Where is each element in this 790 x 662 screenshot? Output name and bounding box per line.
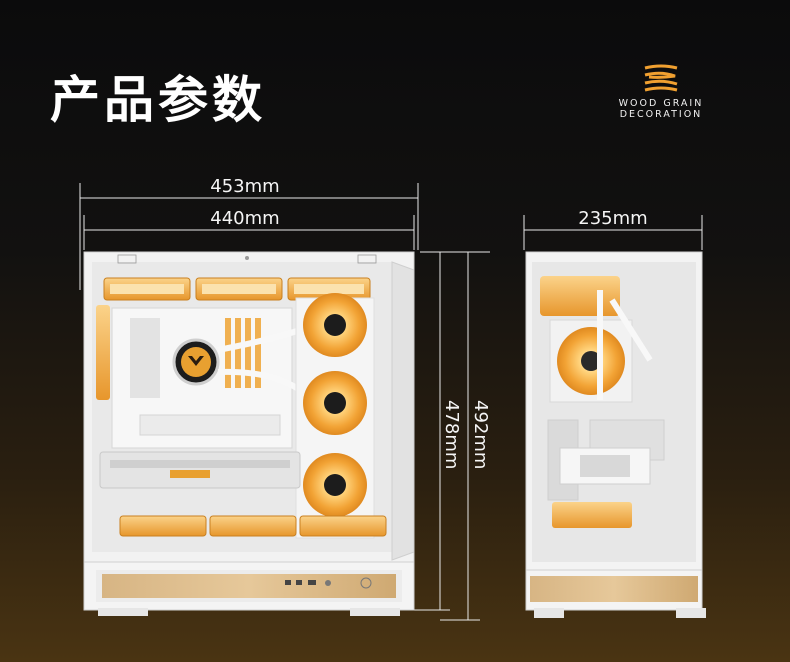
front-case	[83, 251, 415, 616]
page-title: 产品参数	[50, 71, 266, 129]
outer-height-label: 492mm	[470, 400, 491, 470]
brand-text: WOOD GRAIN DECORATION	[618, 98, 704, 120]
wood-grain-icon	[644, 64, 678, 92]
inner-height-label: 478mm	[441, 400, 462, 470]
side-case	[525, 251, 706, 618]
front-inner-width-label: 440mm	[210, 208, 280, 229]
dimension-lines	[79, 183, 703, 621]
side-depth-label: 235mm	[578, 208, 648, 229]
front-outer-width-label: 453mm	[210, 176, 280, 197]
brand-badge: WOOD GRAIN DECORATION	[576, 64, 746, 120]
